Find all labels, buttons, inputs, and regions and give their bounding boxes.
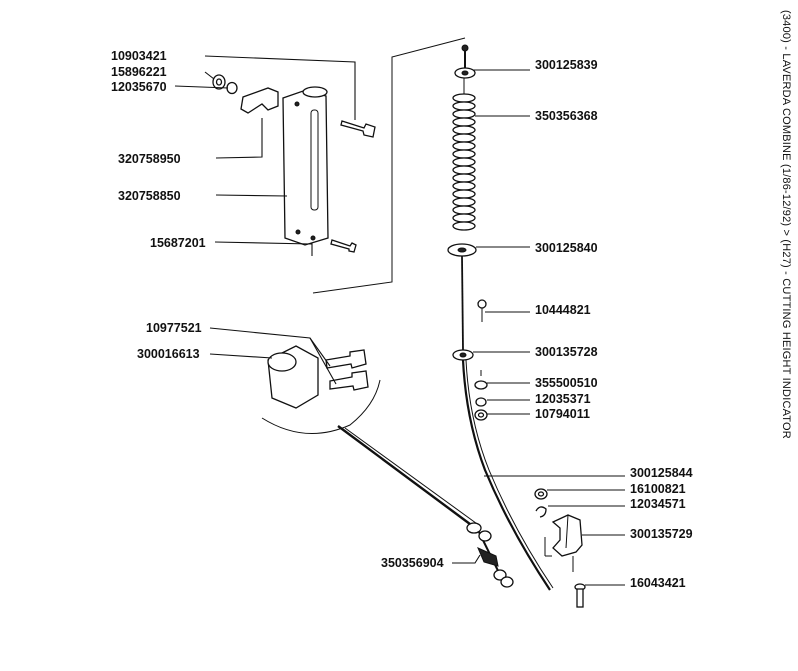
part-label-350356904: 350356904 [381,556,444,570]
leader-lines [174,55,625,586]
part-label-10444821: 10444821 [535,303,591,317]
cable-spring-part [477,547,499,567]
washer-355500510-part [474,380,488,390]
part-label-15896221: 15896221 [111,65,167,79]
screw-part [340,120,376,138]
part-label-300135728: 300135728 [535,345,598,359]
washer-part [226,81,238,95]
part-label-355500510: 355500510 [535,376,598,390]
part-label-12034571: 12034571 [630,497,686,511]
washer-12034571-part [535,506,547,518]
part-label-10977521: 10977521 [146,321,202,335]
part-label-16043421: 16043421 [630,576,686,590]
bolt-lower-part [329,370,369,391]
washer-12035371-part [475,397,487,407]
part-label-300016613: 300016613 [137,347,200,361]
part-label-12035371: 12035371 [535,392,591,406]
assembly-frame-line [312,37,466,294]
part-label-15687201: 15687201 [150,236,206,250]
part-label-300135729: 300135729 [630,527,693,541]
indicator-rod-assembly [447,44,554,591]
clamp-bracket-part [240,87,279,114]
small-screw-part [330,239,357,253]
part-label-300125839: 300125839 [535,58,598,72]
part-label-16100821: 16100821 [630,482,686,496]
bracket-assembly [534,488,586,608]
bracket-part [551,514,583,557]
page-title: (3400) - LAVERDA COMBINE (1/86-12/92) > … [780,10,792,439]
part-label-300125844: 300125844 [630,466,693,480]
part-label-320758950: 320758950 [118,152,181,166]
part-labels: 10903421 15896221 12035670 320758950 320… [111,49,693,590]
indicator-cable-part [461,359,551,591]
arc-outline [261,379,381,434]
tube-part [282,89,329,246]
bolt-upper-part [325,349,367,369]
part-label-12035670: 12035670 [111,80,167,94]
part-label-10794011: 10794011 [535,407,590,421]
part-label-300125840: 300125840 [535,241,598,255]
part-label-320758850: 320758850 [118,189,181,203]
cable-block-assembly [261,345,514,588]
tube-assembly [212,74,376,253]
part-label-350356368: 350356368 [535,109,598,123]
spring-part [452,93,476,231]
part-label-10903421: 10903421 [111,49,167,63]
